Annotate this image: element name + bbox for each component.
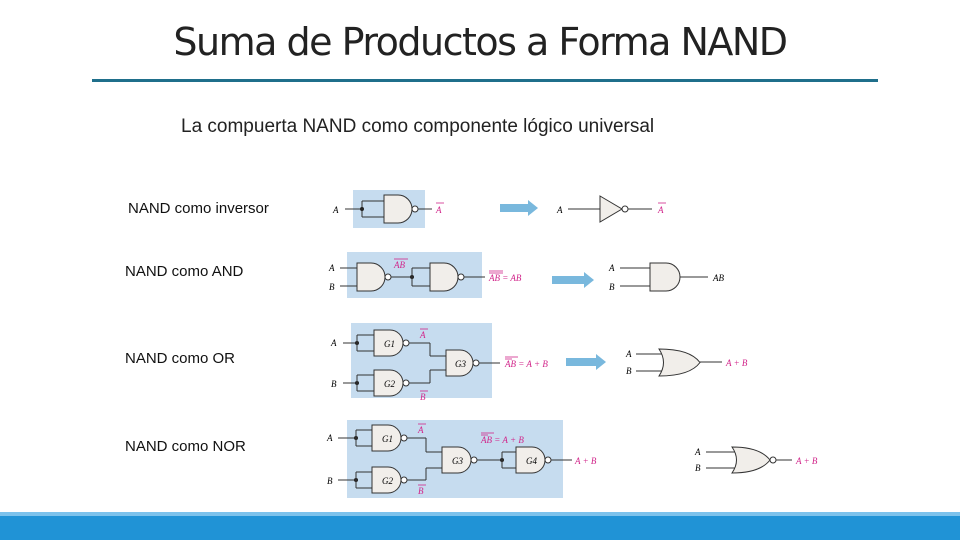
- and-gate-icon: [649, 262, 681, 292]
- or-gate-icon: [658, 348, 701, 377]
- label-b: B: [695, 463, 701, 473]
- row-label-nor: NAND como NOR: [125, 438, 246, 455]
- or-diagram: A B G1 A G2 B G3 AB = A + B: [330, 323, 748, 402]
- slide-subtitle: La compuerta NAND como componente lógico…: [181, 116, 655, 137]
- label-b: B: [609, 282, 615, 292]
- label-b: B: [329, 282, 335, 292]
- label-a-plus-b: A + B: [725, 358, 748, 368]
- label-b: B: [331, 379, 337, 389]
- label-ab: AB: [712, 273, 724, 283]
- label-a-bar: A: [657, 205, 664, 215]
- arrow-right-icon: [552, 272, 594, 288]
- label-a: A: [330, 338, 337, 348]
- label-b-bar: B: [420, 392, 426, 402]
- label-b: B: [327, 476, 333, 486]
- label-ab-sum: AB = A + B: [480, 435, 524, 445]
- nor-gate-icon: [731, 446, 771, 474]
- label-a: A: [694, 447, 701, 457]
- label-a-bar: A: [417, 425, 424, 435]
- nand-gate-icon: [356, 262, 386, 292]
- label-g3: G3: [455, 359, 466, 369]
- label-a: A: [625, 349, 632, 359]
- inverter-diagram: A A A A: [332, 190, 666, 228]
- label-b-bar: B: [418, 486, 424, 496]
- label-ab-sum: AB = A + B: [504, 359, 548, 369]
- not-gate-icon: [599, 195, 623, 223]
- row-label-inverter: NAND como inversor: [128, 200, 269, 217]
- label-g2: G2: [382, 476, 393, 486]
- label-ab-bar: AB: [393, 260, 405, 270]
- footer-band: [0, 512, 960, 540]
- title-underline: [92, 79, 878, 82]
- label-a-plus-b: A + B: [574, 456, 597, 466]
- label-g3: G3: [452, 456, 463, 466]
- label-g4: G4: [526, 456, 537, 466]
- label-g2: G2: [384, 379, 395, 389]
- arrow-right-icon: [566, 354, 606, 370]
- label-a-bar: A: [419, 330, 426, 340]
- and-diagram: A B AB AB = AB A B AB: [328, 252, 724, 298]
- row-label-and: NAND como AND: [125, 263, 244, 280]
- row-label-or: NAND como OR: [125, 350, 236, 367]
- label-a: A: [326, 433, 333, 443]
- label-a-plus-b: A + B: [795, 456, 818, 466]
- label-a-bar: A: [435, 205, 442, 215]
- nand-gate-icon: [383, 194, 413, 224]
- slide-title: Suma de Productos a Forma NAND: [173, 20, 788, 64]
- label-a: A: [608, 263, 615, 273]
- arrow-right-icon: [500, 200, 538, 216]
- nor-diagram: A B G1 A G2 B G3: [326, 420, 818, 498]
- label-a: A: [332, 205, 339, 215]
- label-a: A: [328, 263, 335, 273]
- label-ab-eq: AB = AB: [488, 273, 522, 283]
- nand-gate-icon: [429, 262, 459, 292]
- label-a: A: [556, 205, 563, 215]
- label-b: B: [626, 366, 632, 376]
- label-g1: G1: [384, 339, 395, 349]
- footer-stripe: [0, 512, 960, 516]
- label-g1: G1: [382, 434, 393, 444]
